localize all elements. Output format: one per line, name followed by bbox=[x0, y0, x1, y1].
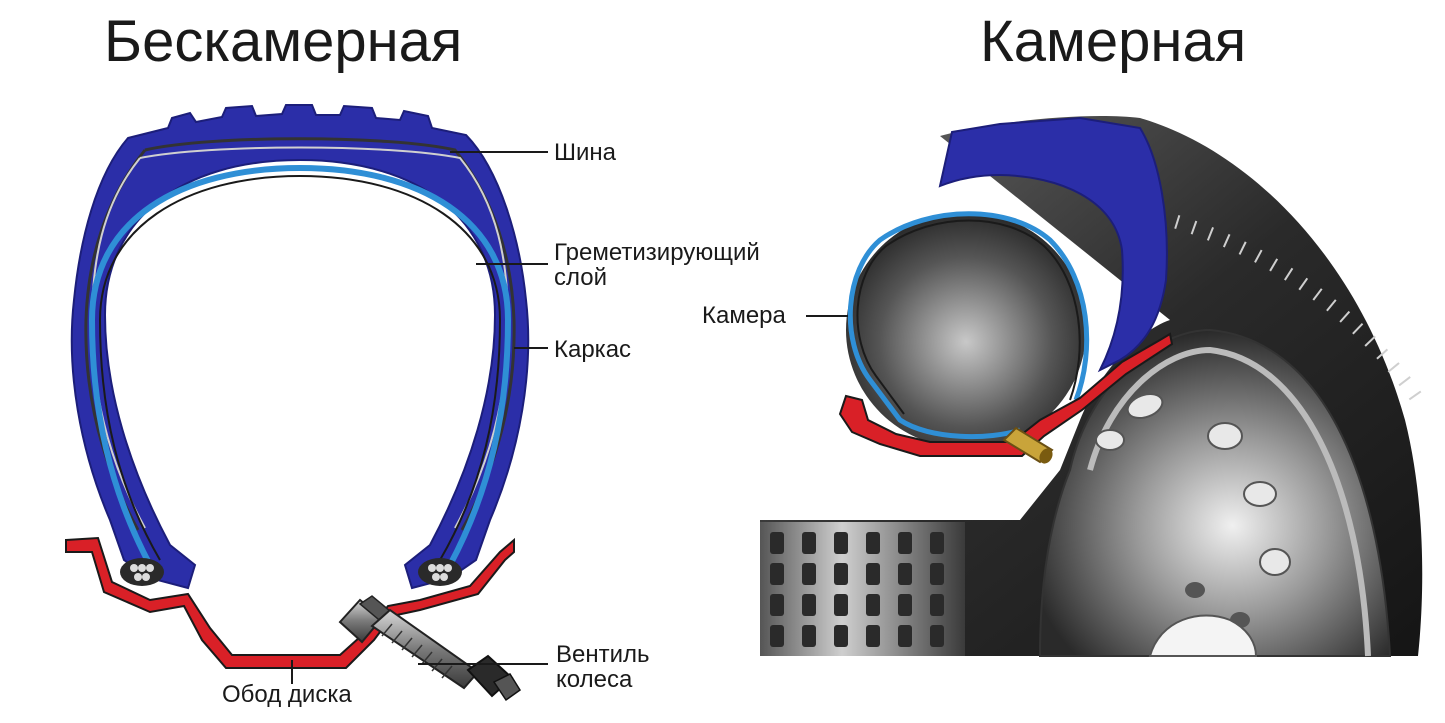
carcass-line-2 bbox=[139, 146, 510, 529]
tread-tick bbox=[1222, 233, 1231, 248]
tread-groove bbox=[834, 532, 848, 554]
bead-right bbox=[418, 558, 462, 586]
tread-groove bbox=[930, 625, 944, 647]
tread-groove bbox=[898, 594, 912, 616]
label-valve-1: Вентиль bbox=[556, 641, 650, 668]
tread-tick bbox=[1398, 376, 1411, 387]
tread-groove bbox=[802, 532, 816, 554]
tread-tick bbox=[1269, 258, 1279, 272]
tread-tick bbox=[1326, 299, 1337, 312]
tire-tread-body bbox=[70, 104, 530, 590]
tread-tick bbox=[1339, 310, 1351, 323]
tread-groove bbox=[930, 594, 944, 616]
valve-stem-icon bbox=[338, 595, 522, 702]
label-valve-2: колеса bbox=[556, 666, 633, 693]
tread-groove bbox=[898, 563, 912, 585]
tread-groove bbox=[834, 563, 848, 585]
tread-groove bbox=[898, 625, 912, 647]
tube-tire-section bbox=[760, 116, 1423, 657]
sealing-liner bbox=[88, 164, 512, 567]
tread-groove bbox=[866, 532, 880, 554]
tube-tire-tread-cut bbox=[938, 116, 1168, 373]
tube-rim-profile bbox=[838, 332, 1174, 457]
tread-groove bbox=[866, 625, 880, 647]
tubeless-section bbox=[65, 104, 548, 702]
tread-block bbox=[760, 522, 965, 656]
wheel-disc-icon bbox=[1038, 328, 1392, 657]
tread-groove bbox=[898, 532, 912, 554]
tread-tick bbox=[1298, 277, 1309, 291]
label-sealing-layer-1: Греметизирующий bbox=[554, 239, 760, 266]
tread-tick bbox=[1174, 215, 1181, 229]
tread-groove bbox=[930, 563, 944, 585]
tread-groove bbox=[770, 625, 784, 647]
tread-tick bbox=[1190, 220, 1198, 235]
label-tire: Шина bbox=[554, 139, 617, 166]
tread-groove bbox=[802, 625, 816, 647]
tread-tick bbox=[1364, 335, 1376, 347]
tread-tick bbox=[1408, 390, 1422, 401]
label-sealing-layer-2: слой bbox=[554, 264, 608, 291]
tread-tick bbox=[1254, 249, 1263, 263]
label-carcass: Каркас bbox=[554, 336, 632, 363]
tread-groove bbox=[834, 594, 848, 616]
tread-tick bbox=[1206, 226, 1214, 241]
tread-groove bbox=[802, 563, 816, 585]
leader-lines-left bbox=[291, 151, 548, 684]
inner-tube bbox=[846, 211, 1090, 448]
tread-tick bbox=[1238, 241, 1247, 255]
tread-groove bbox=[834, 625, 848, 647]
tread-groove bbox=[930, 532, 944, 554]
tread-groove bbox=[770, 594, 784, 616]
tread-tick bbox=[1352, 322, 1364, 335]
tread-groove bbox=[802, 594, 816, 616]
bead-left bbox=[120, 558, 164, 586]
tube-valve-icon bbox=[1002, 426, 1054, 464]
tread-groove bbox=[770, 532, 784, 554]
tread-tick bbox=[1284, 267, 1294, 281]
tread-tick bbox=[1387, 362, 1400, 373]
tread-groove bbox=[866, 563, 880, 585]
tread-tick bbox=[1312, 288, 1323, 301]
tread-groove bbox=[770, 563, 784, 585]
sealing-liner-inner bbox=[98, 174, 502, 561]
title-tubeless: Бескамерная bbox=[104, 9, 463, 74]
rim-profile bbox=[65, 536, 515, 669]
tread-groove bbox=[866, 594, 880, 616]
label-rim: Обод диска bbox=[222, 681, 352, 708]
tread-tick bbox=[1376, 348, 1389, 360]
label-tube: Камера bbox=[702, 302, 786, 329]
title-tube: Камерная bbox=[980, 9, 1247, 74]
